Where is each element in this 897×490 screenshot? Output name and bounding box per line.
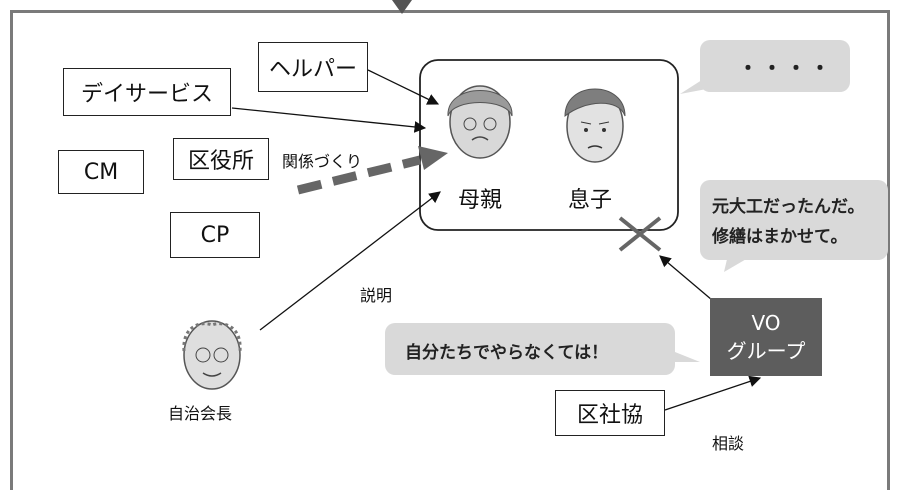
outer-frame [10, 10, 890, 490]
vo-group-box: VO グループ [710, 298, 822, 376]
helper-box: ヘルパー [258, 42, 368, 92]
cp-box: CP [170, 212, 260, 258]
arrow-chairman-to-mother [259, 191, 441, 331]
cross-mark-icon [618, 216, 662, 252]
consultation-label: 相談 [712, 434, 745, 453]
dashed-relationship-arrow [296, 146, 448, 195]
mother-label: 母親 [458, 188, 503, 213]
chairman-label: 自治会長 [168, 404, 233, 423]
ward-office-box: 区役所 [173, 138, 269, 180]
carpenter-speech-bubble [700, 180, 888, 272]
vo-line1: VO [751, 311, 781, 335]
vo-line2: グループ [726, 339, 806, 363]
arrow-vo-to-family [659, 255, 713, 301]
son-speech-bubble [680, 40, 850, 94]
vo-speech-text: 自分たちでやらなくては！ [405, 343, 609, 363]
arrow-socialwelfare-to-vo [664, 375, 762, 411]
carpenter-line1: 元大工だったんだ。 [712, 197, 865, 217]
son-speech-text: ・・・・ [738, 56, 834, 80]
explanation-label: 説明 [360, 286, 393, 305]
day-service-box: デイサービス [63, 68, 231, 116]
chairman-face-icon [182, 320, 242, 390]
arrow-helper-to-mother [367, 69, 440, 105]
son-face-icon [564, 88, 626, 163]
arrow-dayservice-to-mother [231, 107, 427, 133]
mother-face-icon [447, 85, 513, 159]
top-pointer-icon [392, 0, 412, 14]
son-label: 息子 [568, 188, 613, 213]
vo-speech-bubble [385, 323, 700, 375]
carpenter-line2: 修繕はまかせて。 [712, 227, 848, 247]
relationship-label: 関係づくり [282, 152, 363, 171]
social-welfare-box: 区社協 [555, 390, 665, 436]
cm-box: CM [58, 150, 144, 194]
